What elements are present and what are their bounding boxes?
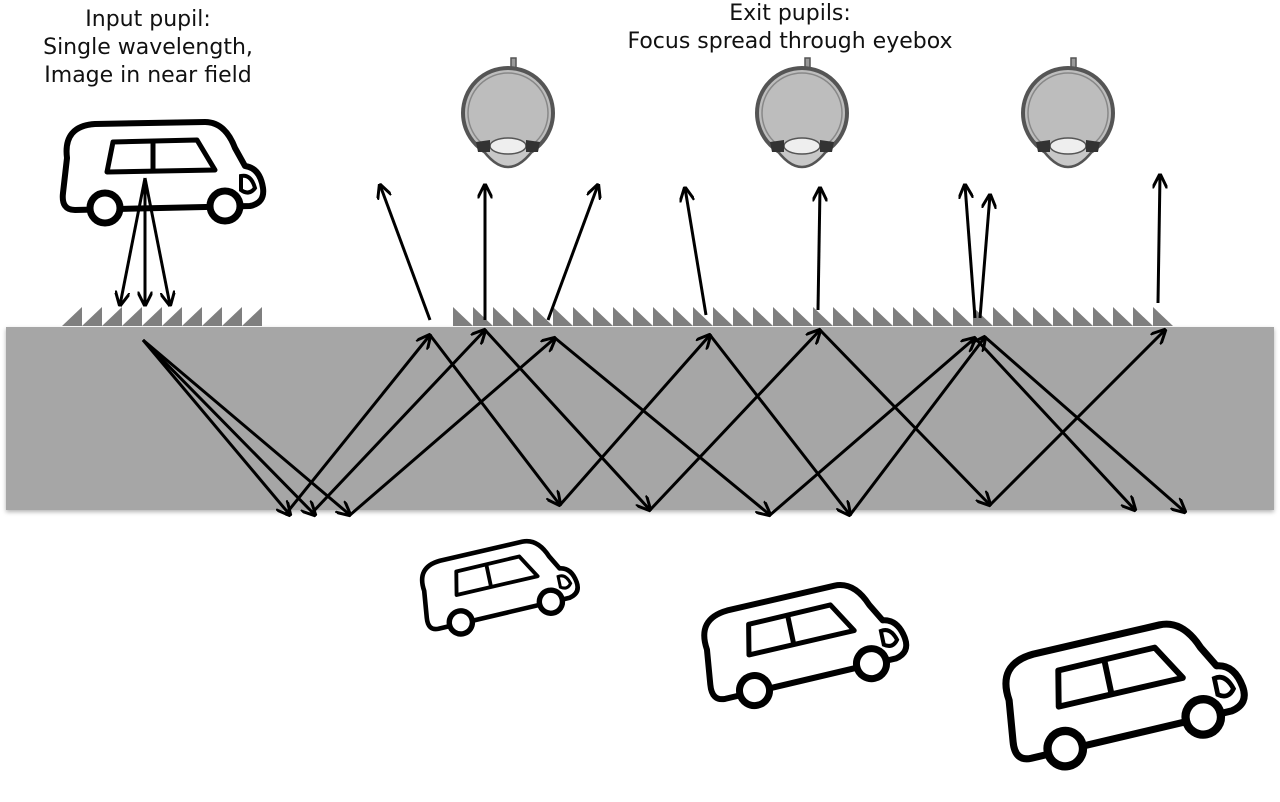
grating-tooth — [62, 307, 82, 326]
ray-arrow — [428, 334, 560, 505]
grating-tooth — [873, 307, 893, 326]
grating-tooth — [1113, 307, 1133, 326]
ray-arrow — [143, 177, 170, 305]
ray-arrow — [848, 337, 985, 516]
grating-tooth — [693, 307, 713, 326]
grating-tooth — [182, 307, 202, 326]
ray-arrow — [648, 330, 820, 512]
input-pupil-nearfield: Image in near field — [44, 63, 252, 88]
grating-tooth — [773, 307, 793, 326]
grating-tooth — [613, 307, 633, 326]
grating-tooth — [533, 307, 553, 326]
light-rays — [120, 175, 1185, 515]
grating-tooth — [593, 307, 613, 326]
ray-arrow — [380, 185, 432, 321]
eye-icon — [461, 56, 555, 169]
grating-tooth — [913, 307, 933, 326]
grating-tooth — [162, 307, 182, 326]
grating-tooth — [513, 307, 533, 326]
grating-tooth — [1133, 307, 1153, 326]
grating-tooth — [953, 307, 973, 326]
input-pupil-label: Input pupil: Single wavelength, Image in… — [18, 6, 278, 90]
grating-tooth — [973, 307, 993, 326]
eye-icon — [1021, 56, 1115, 169]
input-pupil-title: Input pupil: — [85, 7, 211, 32]
grating-tooth — [633, 307, 653, 326]
grating-tooth — [853, 307, 873, 326]
ray-arrow — [120, 177, 147, 305]
ray-arrow — [769, 338, 975, 517]
eye-icon — [755, 56, 849, 169]
grating-tooth — [1053, 307, 1073, 326]
ray-arrow — [973, 336, 1135, 510]
grating-tooth — [242, 307, 262, 326]
grating-tooth — [1013, 307, 1033, 326]
ray-arrow — [965, 185, 977, 319]
grating-tooth — [933, 307, 953, 326]
ray-arrow — [141, 339, 290, 515]
grating-tooth — [1153, 307, 1173, 326]
grating-tooth — [713, 307, 733, 326]
ray-arrow — [818, 188, 820, 311]
virtual-image-car-icon — [415, 532, 582, 640]
exit-pupils-title: Exit pupils: — [729, 1, 851, 26]
ray-arrow — [554, 336, 770, 515]
input-pupil-wavelength: Single wavelength, — [43, 35, 253, 60]
grating-tooth — [573, 307, 593, 326]
ray-arrow — [1158, 175, 1160, 304]
grating-tooth — [793, 307, 813, 326]
ray-arrow — [308, 330, 485, 517]
input-image-car-icon — [63, 122, 263, 223]
ray-arrow — [984, 335, 1185, 512]
grating-tooth — [893, 307, 913, 326]
grating-tooth — [102, 307, 122, 326]
grating-tooth — [222, 307, 242, 326]
exit-pupils-label: Exit pupils: Focus spread through eyebox — [600, 0, 980, 56]
grating-tooth — [813, 307, 833, 326]
grating-tooth — [753, 307, 773, 326]
virtual-image-car-icon — [695, 574, 912, 714]
waveguide-slab — [6, 327, 1274, 510]
grating-tooth — [122, 307, 142, 326]
grating-tooth — [553, 307, 573, 326]
ray-arrow — [141, 338, 315, 515]
ray-arrow — [283, 335, 430, 516]
ray-arrow — [142, 338, 350, 515]
ray-arrow — [818, 328, 990, 505]
grating-tooth — [453, 307, 473, 326]
grating-tooth — [1033, 307, 1053, 326]
ray-arrow — [546, 185, 598, 321]
grating-tooth — [833, 307, 853, 326]
ray-arrow — [978, 195, 990, 319]
grating-tooth — [202, 307, 222, 326]
grating-tooth — [473, 307, 493, 326]
grating-tooth — [1073, 307, 1093, 326]
ray-arrow — [558, 335, 710, 506]
grating-tooth — [733, 307, 753, 326]
grating-tooth — [1093, 307, 1113, 326]
exit-pupils-subtitle: Focus spread through eyebox — [627, 29, 953, 54]
ray-arrow — [483, 328, 650, 510]
virtual-image-car-icon — [995, 611, 1251, 777]
grating-tooth — [142, 307, 162, 326]
grating-tooth — [493, 307, 513, 326]
input-grating — [62, 307, 262, 326]
grating-tooth — [653, 307, 673, 326]
output-grating — [453, 307, 1173, 326]
ray-arrow — [685, 188, 708, 316]
ray-arrow — [708, 334, 850, 515]
grating-tooth — [82, 307, 102, 326]
grating-tooth — [993, 307, 1013, 326]
grating-tooth — [673, 307, 693, 326]
